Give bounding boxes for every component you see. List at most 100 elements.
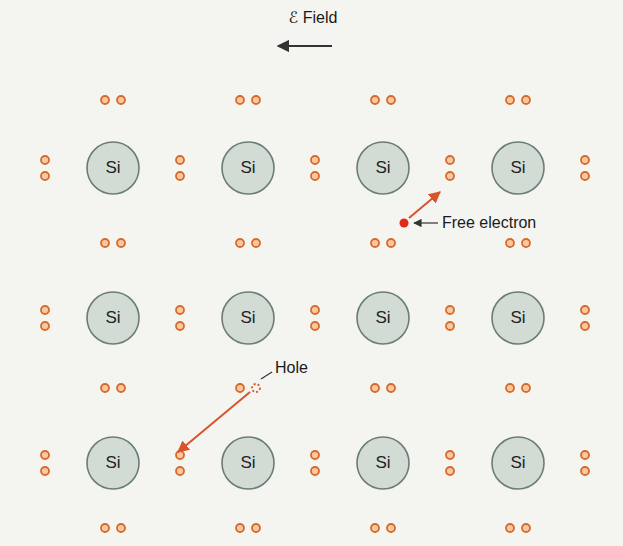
- electron-dot: [117, 384, 125, 392]
- electron-dot: [236, 384, 244, 392]
- element-symbol: Si: [510, 308, 525, 328]
- atom-outline: [87, 142, 139, 194]
- atom-outline: [492, 292, 544, 344]
- electron-dot: [311, 306, 319, 314]
- electron-dot: [41, 467, 49, 475]
- electron-dot: [371, 524, 379, 532]
- electron-dot: [101, 96, 109, 104]
- callout-label: Free electron: [442, 214, 536, 232]
- atom-outline: [492, 437, 544, 489]
- atom-outline: [222, 142, 274, 194]
- electron-dot: [522, 96, 530, 104]
- electron-dot: [176, 451, 184, 459]
- element-symbol: Si: [510, 453, 525, 473]
- atom-outline: [87, 292, 139, 344]
- leader-line: [414, 222, 438, 223]
- atom-outline: [222, 437, 274, 489]
- free-electron-dot: [400, 219, 409, 228]
- electron-dot: [117, 239, 125, 247]
- silicon-atom: Si: [86, 436, 140, 490]
- electron-dot: [371, 239, 379, 247]
- element-symbol: Si: [105, 308, 120, 328]
- silicon-atom: Si: [221, 436, 275, 490]
- electron-dot: [387, 384, 395, 392]
- element-symbol: Si: [375, 453, 390, 473]
- silicon-atom: Si: [356, 291, 410, 345]
- electron-dot: [506, 96, 514, 104]
- electron-dot: [506, 239, 514, 247]
- element-symbol: Si: [240, 453, 255, 473]
- silicon-atom: Si: [491, 141, 545, 195]
- element-symbol: Si: [375, 308, 390, 328]
- electron-dot: [41, 451, 49, 459]
- electron-dot: [252, 524, 260, 532]
- electron-dot: [581, 451, 589, 459]
- electron-dot: [581, 172, 589, 180]
- silicon-atom: Si: [221, 291, 275, 345]
- electron-dot: [311, 467, 319, 475]
- atom-outline: [222, 292, 274, 344]
- electron-dot: [41, 322, 49, 330]
- atom-outline: [87, 437, 139, 489]
- electron-dot: [446, 322, 454, 330]
- electron-dot: [176, 172, 184, 180]
- element-symbol: Si: [105, 158, 120, 178]
- electron-dot: [506, 524, 514, 532]
- silicon-atom: Si: [86, 291, 140, 345]
- electron-dot: [446, 467, 454, 475]
- electron-dot: [41, 172, 49, 180]
- electron-dot: [311, 172, 319, 180]
- electron-dot: [387, 239, 395, 247]
- silicon-atom: Si: [356, 141, 410, 195]
- electron-dot: [236, 96, 244, 104]
- electron-dot: [252, 96, 260, 104]
- atom-outline: [357, 292, 409, 344]
- valence-electrons: [41, 96, 589, 532]
- electron-dot: [252, 239, 260, 247]
- electron-dot: [236, 524, 244, 532]
- atom-outline: [357, 142, 409, 194]
- electron-dot: [311, 451, 319, 459]
- electron-dot: [581, 306, 589, 314]
- element-symbol: Si: [105, 453, 120, 473]
- callout-label: Hole: [275, 359, 308, 377]
- hole-site: [252, 384, 260, 392]
- electron-dot: [446, 172, 454, 180]
- electron-dot: [41, 156, 49, 164]
- electron-dot: [311, 156, 319, 164]
- electron-dot: [387, 96, 395, 104]
- electron-dot: [506, 384, 514, 392]
- electron-dot: [371, 384, 379, 392]
- element-symbol: Si: [240, 158, 255, 178]
- silicon-atom: Si: [356, 436, 410, 490]
- electron-dot: [371, 96, 379, 104]
- atom-outline: [492, 142, 544, 194]
- electron-dot: [581, 467, 589, 475]
- element-symbol: Si: [510, 158, 525, 178]
- silicon-atom: Si: [86, 141, 140, 195]
- atom-outline: [357, 437, 409, 489]
- electron-dot: [581, 156, 589, 164]
- electron-dot: [117, 96, 125, 104]
- electron-dot: [176, 322, 184, 330]
- electron-dot: [446, 451, 454, 459]
- electron-dot: [522, 384, 530, 392]
- electron-dot: [101, 239, 109, 247]
- electron-dot: [101, 524, 109, 532]
- electron-dot: [581, 322, 589, 330]
- electron-dot: [101, 384, 109, 392]
- electron-dot: [446, 156, 454, 164]
- element-symbol: Si: [375, 158, 390, 178]
- silicon-atom: Si: [491, 291, 545, 345]
- silicon-atom: Si: [491, 436, 545, 490]
- electron-dot: [176, 306, 184, 314]
- electron-motion-arrow: [409, 192, 440, 218]
- leader-line: [261, 372, 272, 379]
- electron-dot: [236, 239, 244, 247]
- element-symbol: Si: [240, 308, 255, 328]
- electron-dot: [522, 524, 530, 532]
- electron-dot: [446, 306, 454, 314]
- silicon-atom: Si: [221, 141, 275, 195]
- electron-dot: [117, 524, 125, 532]
